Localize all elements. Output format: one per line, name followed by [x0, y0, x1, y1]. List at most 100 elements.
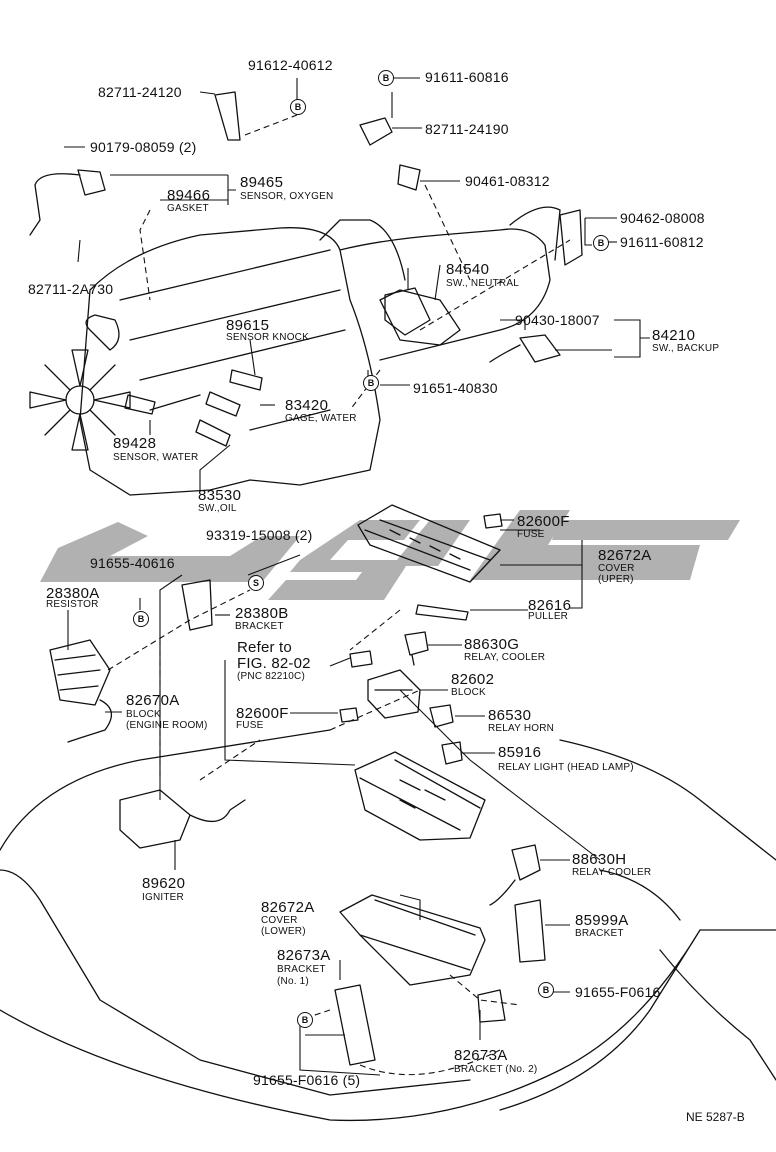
- car-body-outline: [0, 729, 776, 1122]
- part-number: 82602: [451, 671, 495, 688]
- water-sensor: [124, 394, 156, 415]
- fuse-82600f: [483, 513, 503, 529]
- oil-switch: [195, 419, 231, 447]
- part-desc: BLOCK: [451, 687, 486, 698]
- part-desc: FUSE: [517, 529, 545, 540]
- part-desc: COVER: [261, 915, 298, 926]
- part-number: 84210: [652, 327, 696, 344]
- part-label: 91612-40612: [248, 57, 333, 73]
- part-desc: IGNITER: [142, 892, 184, 903]
- part-label: 90462-08008: [620, 210, 705, 226]
- fuse-box-lower-cover: [339, 894, 486, 986]
- relay-horn-86530: [429, 704, 454, 728]
- badge-b-icon: B: [297, 1012, 313, 1028]
- bracket-82673a-1: [334, 984, 376, 1066]
- part-number: 82670A: [126, 692, 180, 709]
- part-number: 89615: [226, 317, 270, 334]
- relay-cooler-88630h: [489, 844, 541, 906]
- part-label: 82711-24120: [98, 84, 182, 100]
- neutral-switch: [319, 219, 431, 336]
- relay-headlamp-85916: [441, 741, 463, 765]
- part-desc: BRACKET: [235, 621, 284, 632]
- bracket-82673a-2: [477, 989, 506, 1023]
- part-label: 90430-18007: [515, 312, 600, 328]
- part-label: 91655-40616: [90, 555, 175, 571]
- part-number: 85999A: [575, 912, 629, 929]
- part-label: 91651-40830: [413, 380, 498, 396]
- part-number: 89428: [113, 435, 157, 452]
- badge-b-icon: B: [378, 70, 394, 86]
- part-desc: (LOWER): [261, 926, 306, 937]
- part-number: 82616: [528, 597, 572, 614]
- part-desc: BRACKET: [277, 964, 326, 975]
- badge-b-icon: B: [290, 99, 306, 115]
- fender-line: [599, 869, 776, 1081]
- part-label: 90461-08312: [465, 173, 550, 189]
- oxygen-sensor: [29, 169, 106, 236]
- part-number: 85916: [498, 744, 542, 761]
- part-number: 88630H: [572, 851, 627, 868]
- fuse-82600f-mid: [339, 707, 359, 723]
- part-number: 82672A: [598, 547, 652, 564]
- refer-part: [349, 650, 373, 668]
- part-label: 91655-F0616 (5): [253, 1072, 361, 1088]
- part-desc: FUSE: [236, 720, 264, 731]
- badge-b-icon: B: [538, 982, 554, 998]
- bracket-90462: [559, 209, 583, 266]
- part-desc: GASKET: [167, 203, 209, 214]
- igniter-89620: [119, 789, 246, 849]
- relay-block-82602: [367, 669, 421, 719]
- badge-s-icon: S: [248, 575, 264, 591]
- engine-block: [79, 206, 561, 496]
- refer-text: Refer to: [237, 639, 292, 656]
- part-desc: SENSOR, OXYGEN: [240, 191, 334, 202]
- part-desc: SW., BACKUP: [652, 343, 720, 354]
- fuse-box-upper-cover: [357, 504, 501, 583]
- part-number: 82673A: [454, 1047, 508, 1064]
- part-desc: (No. 1): [277, 976, 309, 987]
- refer-pnc: (PNC 82210C): [237, 671, 305, 682]
- part-number: 89620: [142, 875, 186, 892]
- part-label: 82711-2A730: [28, 281, 114, 297]
- water-gage: [205, 391, 241, 417]
- part-number: 88630G: [464, 636, 520, 653]
- dashed-guides: [107, 114, 571, 1076]
- part-label: 91611-60812: [620, 234, 704, 250]
- leader-lines: [64, 77, 650, 1076]
- part-desc: BLOCK: [126, 709, 161, 720]
- resistor-28380a: [49, 639, 111, 706]
- part-number: 82672A: [261, 899, 315, 916]
- puller-82616: [415, 604, 469, 621]
- part-desc: BRACKET: [575, 928, 624, 939]
- bracket-85999a: [514, 899, 546, 963]
- resistor-wire: [67, 699, 112, 743]
- part-desc: PULLER: [528, 611, 569, 622]
- part-number: 84540: [446, 261, 490, 278]
- part-desc: (UPER): [598, 574, 634, 585]
- part-desc: RELAY COOLER: [572, 867, 652, 878]
- relay-cooler-88630g: [404, 631, 429, 666]
- part-desc: BRACKET (No. 2): [454, 1064, 538, 1075]
- knock-sensor: [229, 369, 263, 391]
- badge-b-icon: B: [133, 611, 149, 627]
- part-label: 90179-08059 (2): [90, 139, 197, 155]
- refer-figure-link[interactable]: FIG. 82-02: [237, 655, 311, 672]
- part-desc: RESISTOR: [46, 599, 99, 610]
- badge-b-icon: B: [363, 375, 379, 391]
- bracket-90461: [397, 164, 421, 191]
- part-number: 86530: [488, 707, 532, 724]
- part-desc: SENSOR KNOCK: [226, 332, 309, 343]
- part-number: 82673A: [277, 947, 331, 964]
- bracket-28380b: [181, 579, 213, 631]
- part-number: 82600F: [517, 513, 570, 530]
- part-number: 28380B: [235, 605, 289, 622]
- part-number: 82600F: [236, 705, 289, 722]
- backup-switch: [489, 334, 561, 363]
- part-desc: GAGE, WATER: [285, 413, 357, 424]
- part-desc: (ENGINE ROOM): [126, 720, 208, 731]
- part-desc: SENSOR, WATER: [113, 452, 199, 463]
- part-number: 83420: [285, 397, 329, 414]
- part-label: 91655-F0616: [575, 984, 661, 1000]
- badge-b-icon: B: [593, 235, 609, 251]
